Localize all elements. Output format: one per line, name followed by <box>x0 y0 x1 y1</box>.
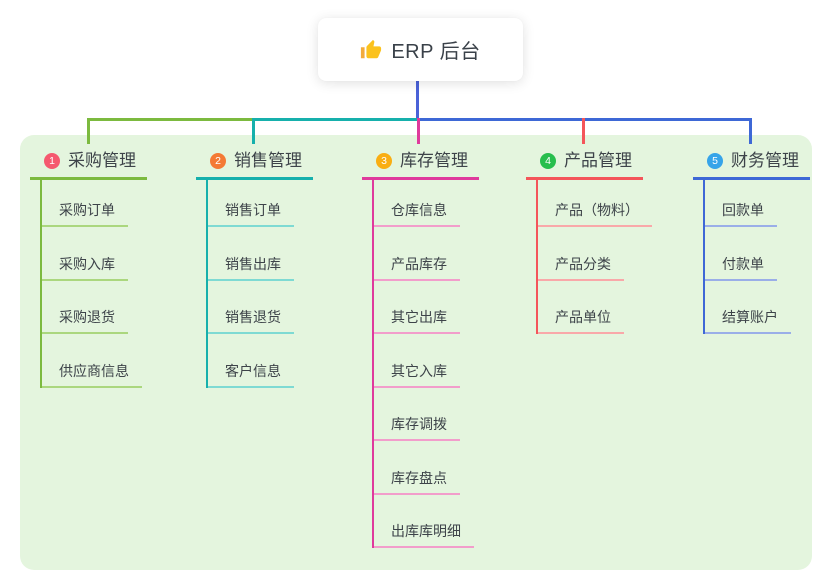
branch-children: 采购订单 采购入库 采购退货 供应商信息 <box>40 180 142 388</box>
child-label: 出库库明细 <box>374 522 474 548</box>
child-node[interactable]: 产品（物料） <box>538 180 652 227</box>
branch-drop-purchase <box>87 118 90 144</box>
root-title: ERP 后台 <box>391 41 481 63</box>
child-node[interactable]: 采购退货 <box>42 281 142 334</box>
branch-label: 库存管理 <box>400 151 468 170</box>
branch-number-badge: 1 <box>44 152 60 169</box>
child-label: 供应商信息 <box>42 362 142 388</box>
root-connector-line <box>416 81 419 121</box>
branch-number-badge: 5 <box>707 152 723 169</box>
child-node[interactable]: 结算账户 <box>705 281 791 334</box>
child-label: 库存盘点 <box>374 469 460 495</box>
child-node[interactable]: 付款单 <box>705 227 791 281</box>
child-node[interactable]: 销售退货 <box>208 281 294 334</box>
branch-drop-inventory <box>417 118 420 144</box>
child-node[interactable]: 库存盘点 <box>374 441 474 495</box>
child-label: 销售退货 <box>208 308 294 334</box>
child-node[interactable]: 产品库存 <box>374 227 474 281</box>
branch-children: 仓库信息 产品库存 其它出库 其它入库 库存调拨 库存盘点 出库库明细 <box>372 180 474 548</box>
child-label: 仓库信息 <box>374 201 460 227</box>
branch-label: 销售管理 <box>234 151 302 170</box>
child-label: 客户信息 <box>208 362 294 388</box>
branch-node-product[interactable]: 4 产品管理 <box>526 149 643 180</box>
mindmap-panel <box>20 135 812 570</box>
child-node[interactable]: 销售订单 <box>208 180 294 227</box>
branch-node-sales[interactable]: 2 销售管理 <box>196 149 313 180</box>
child-label: 采购退货 <box>42 308 128 334</box>
branch-finance: 5 财务管理 回款单 付款单 结算账户 <box>693 149 810 334</box>
child-node[interactable]: 产品分类 <box>538 227 652 281</box>
branch-purchase: 1 采购管理 采购订单 采购入库 采购退货 供应商信息 <box>30 149 147 388</box>
child-label: 回款单 <box>705 201 777 227</box>
branch-product: 4 产品管理 产品（物料） 产品分类 产品单位 <box>526 149 652 334</box>
branch-node-inventory[interactable]: 3 库存管理 <box>362 149 479 180</box>
child-label: 其它入库 <box>374 362 460 388</box>
child-label: 结算账户 <box>705 308 791 334</box>
branch-drop-finance <box>749 118 752 144</box>
child-node[interactable]: 出库库明细 <box>374 495 474 548</box>
child-node[interactable]: 回款单 <box>705 180 791 227</box>
child-node[interactable]: 仓库信息 <box>374 180 474 227</box>
child-label: 采购入库 <box>42 255 128 281</box>
child-node[interactable]: 其它出库 <box>374 281 474 334</box>
child-label: 产品分类 <box>538 255 624 281</box>
child-label: 产品库存 <box>374 255 460 281</box>
thumbs-up-icon <box>360 39 382 61</box>
branch-number-badge: 3 <box>376 152 392 169</box>
branch-inventory: 3 库存管理 仓库信息 产品库存 其它出库 其它入库 库存调拨 库存盘点 出库库… <box>362 149 479 548</box>
child-node[interactable]: 采购入库 <box>42 227 142 281</box>
branch-label: 财务管理 <box>731 151 799 170</box>
child-node[interactable]: 产品单位 <box>538 281 652 334</box>
root-node[interactable]: ERP 后台 <box>318 18 523 81</box>
child-node[interactable]: 采购订单 <box>42 180 142 227</box>
child-node[interactable]: 销售出库 <box>208 227 294 281</box>
branch-drop-product <box>582 118 585 144</box>
child-label: 产品（物料） <box>538 201 652 227</box>
child-label: 销售出库 <box>208 255 294 281</box>
branch-number-badge: 2 <box>210 152 226 169</box>
branch-children: 回款单 付款单 结算账户 <box>703 180 791 334</box>
branch-label: 产品管理 <box>564 151 632 170</box>
child-label: 付款单 <box>705 255 777 281</box>
child-label: 其它出库 <box>374 308 460 334</box>
branch-node-finance[interactable]: 5 财务管理 <box>693 149 810 180</box>
branch-drop-sales <box>252 118 255 144</box>
child-label: 销售订单 <box>208 201 294 227</box>
child-node[interactable]: 供应商信息 <box>42 334 142 388</box>
child-label: 采购订单 <box>42 201 128 227</box>
child-label: 库存调拨 <box>374 415 460 441</box>
branch-label: 采购管理 <box>68 151 136 170</box>
child-node[interactable]: 库存调拨 <box>374 388 474 441</box>
connector-segment-purchase <box>88 118 254 121</box>
child-node[interactable]: 其它入库 <box>374 334 474 388</box>
child-label: 产品单位 <box>538 308 624 334</box>
branch-number-badge: 4 <box>540 152 556 169</box>
connector-segment-sales <box>254 118 419 121</box>
branch-children: 销售订单 销售出库 销售退货 客户信息 <box>206 180 294 388</box>
branch-sales: 2 销售管理 销售订单 销售出库 销售退货 客户信息 <box>196 149 313 388</box>
branch-node-purchase[interactable]: 1 采购管理 <box>30 149 147 180</box>
branch-children: 产品（物料） 产品分类 产品单位 <box>536 180 652 334</box>
child-node[interactable]: 客户信息 <box>208 334 294 388</box>
